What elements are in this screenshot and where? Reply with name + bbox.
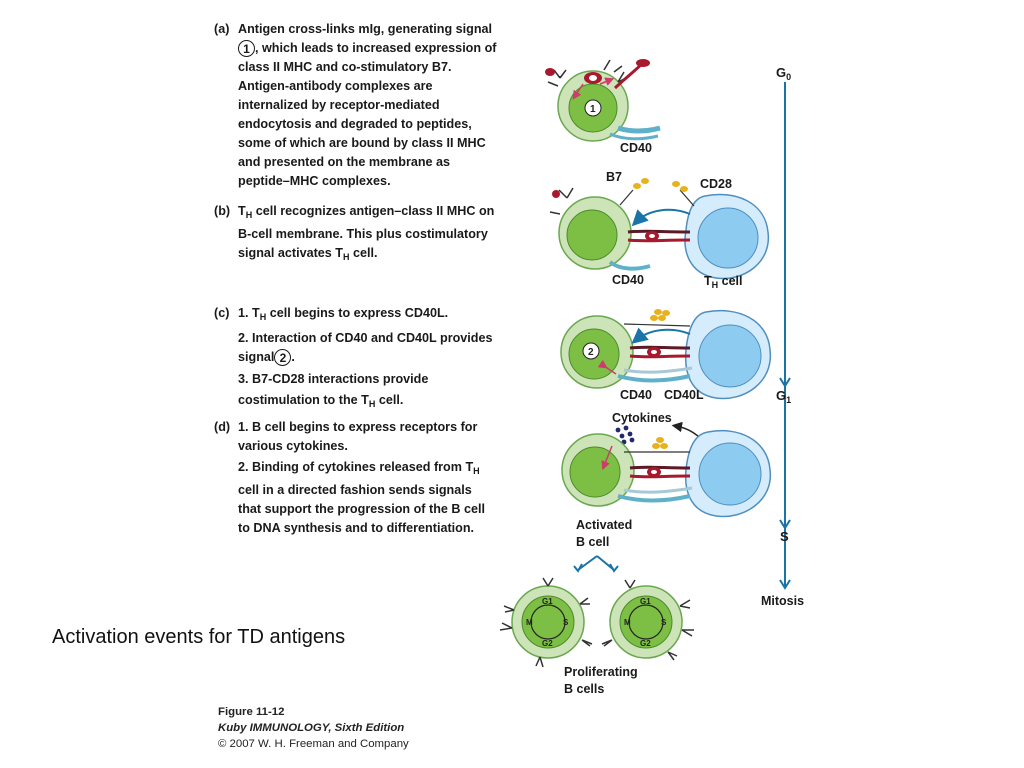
svg-text:G2: G2	[640, 639, 651, 648]
proliferating-label-1: Proliferating	[564, 665, 638, 679]
th-cell-nucleus	[698, 324, 762, 388]
activated-label-2: B cell	[576, 535, 609, 549]
signal-arrow-icon	[601, 445, 613, 471]
panel-d: Cytokines Activated B cell	[561, 411, 771, 573]
cd40-cd40l-icon	[617, 374, 691, 383]
svg-text:G1: G1	[640, 597, 651, 606]
copyright: © 2007 W. H. Freeman and Company	[218, 738, 409, 750]
receptor-icon	[542, 577, 554, 587]
svg-text:M: M	[624, 618, 631, 627]
signal-2-number: 2	[588, 347, 594, 358]
cd40-label: CD40	[620, 141, 652, 155]
signal-2-marker	[582, 342, 600, 360]
slide-caption: Activation events for TD antigens	[52, 626, 346, 648]
svg-text:G1: G1	[542, 597, 553, 606]
th-cell-nucleus	[697, 207, 759, 269]
activated-label-1: Activated	[576, 518, 632, 532]
b-cell-nucleus	[569, 446, 621, 498]
g1-label: G1	[776, 388, 791, 405]
svg-text:S: S	[661, 618, 667, 627]
mitosis-arrowhead	[779, 579, 791, 590]
dividing-b-cell-right: G1 S G2 M	[601, 579, 694, 661]
step-letter: (a)	[214, 22, 230, 36]
cd40-cd40l-icon	[617, 494, 691, 503]
book-title: Kuby IMMUNOLOGY, Sixth Edition	[218, 722, 405, 734]
s-label: S	[780, 529, 789, 544]
receptor-icon	[553, 69, 567, 79]
tcr-mhc-icon	[627, 229, 691, 234]
th-cell-nucleus	[698, 442, 762, 506]
svg-text:M: M	[526, 618, 533, 627]
signal-arrow-icon	[597, 359, 617, 375]
dividing-b-cell-left: G1 S G2 M	[499, 577, 593, 668]
cytokines-label: Cytokines	[612, 411, 672, 425]
panel-a-b-cell: 1 CD40	[545, 58, 661, 155]
s-arrowhead	[779, 519, 791, 530]
cell-cycle-timeline: G0 G1 S Mitosis	[761, 65, 804, 608]
receptor-icon	[558, 187, 574, 199]
th-cell-label: TH cell	[704, 274, 742, 290]
tcr-mhc-icon	[629, 345, 691, 350]
figure-number: Figure 11-12	[218, 706, 285, 718]
cd40-label: CD40	[620, 388, 652, 402]
figure-credit: Figure 11-12 Kuby IMMUNOLOGY, Sixth Edit…	[218, 704, 409, 752]
proliferating-cells: G1 S G2 M G1 S G2 M Proliferating B c	[499, 577, 694, 696]
proliferating-label-2: B cells	[564, 682, 604, 696]
b7-cd28-icon	[652, 443, 660, 449]
cd40-icon	[608, 260, 651, 271]
b7-cd28-icon	[650, 315, 658, 321]
panel-c: 2 CD40 CD40L	[560, 309, 771, 402]
b-cell-nucleus	[566, 209, 618, 261]
b7-icon	[633, 183, 641, 189]
g0-label: G0	[776, 65, 791, 82]
svg-text:G2: G2	[542, 639, 553, 648]
cell-cycle-ring-icon	[530, 604, 566, 640]
g1-arrowhead	[779, 377, 791, 388]
cell-cycle-ring-icon	[628, 604, 664, 640]
cd28-label: CD28	[700, 177, 732, 191]
antigen-icon	[545, 68, 555, 76]
cd40-icon	[617, 125, 661, 134]
mitosis-label: Mitosis	[761, 594, 804, 608]
cd40l-label: CD40L	[664, 388, 704, 402]
signal-1-number: 1	[590, 104, 596, 115]
tcr-mhc-icon	[629, 465, 691, 470]
cd28-icon	[672, 181, 680, 187]
panel-b: B7 CD28 CD40 TH cell	[549, 170, 770, 290]
division-arrows-icon	[577, 555, 615, 571]
costim-arrow-icon	[631, 327, 691, 344]
b7-label: B7	[606, 170, 622, 184]
signal-1-marker	[584, 99, 602, 117]
cd40-label: CD40	[612, 273, 644, 287]
costim-arrow-icon	[631, 208, 691, 227]
signal-1-badge: 1	[238, 40, 255, 58]
svg-text:S: S	[563, 618, 569, 627]
signal-2-badge: 2	[274, 349, 292, 367]
signal-arrow-icon	[572, 83, 584, 100]
receptor-icon	[624, 579, 636, 589]
